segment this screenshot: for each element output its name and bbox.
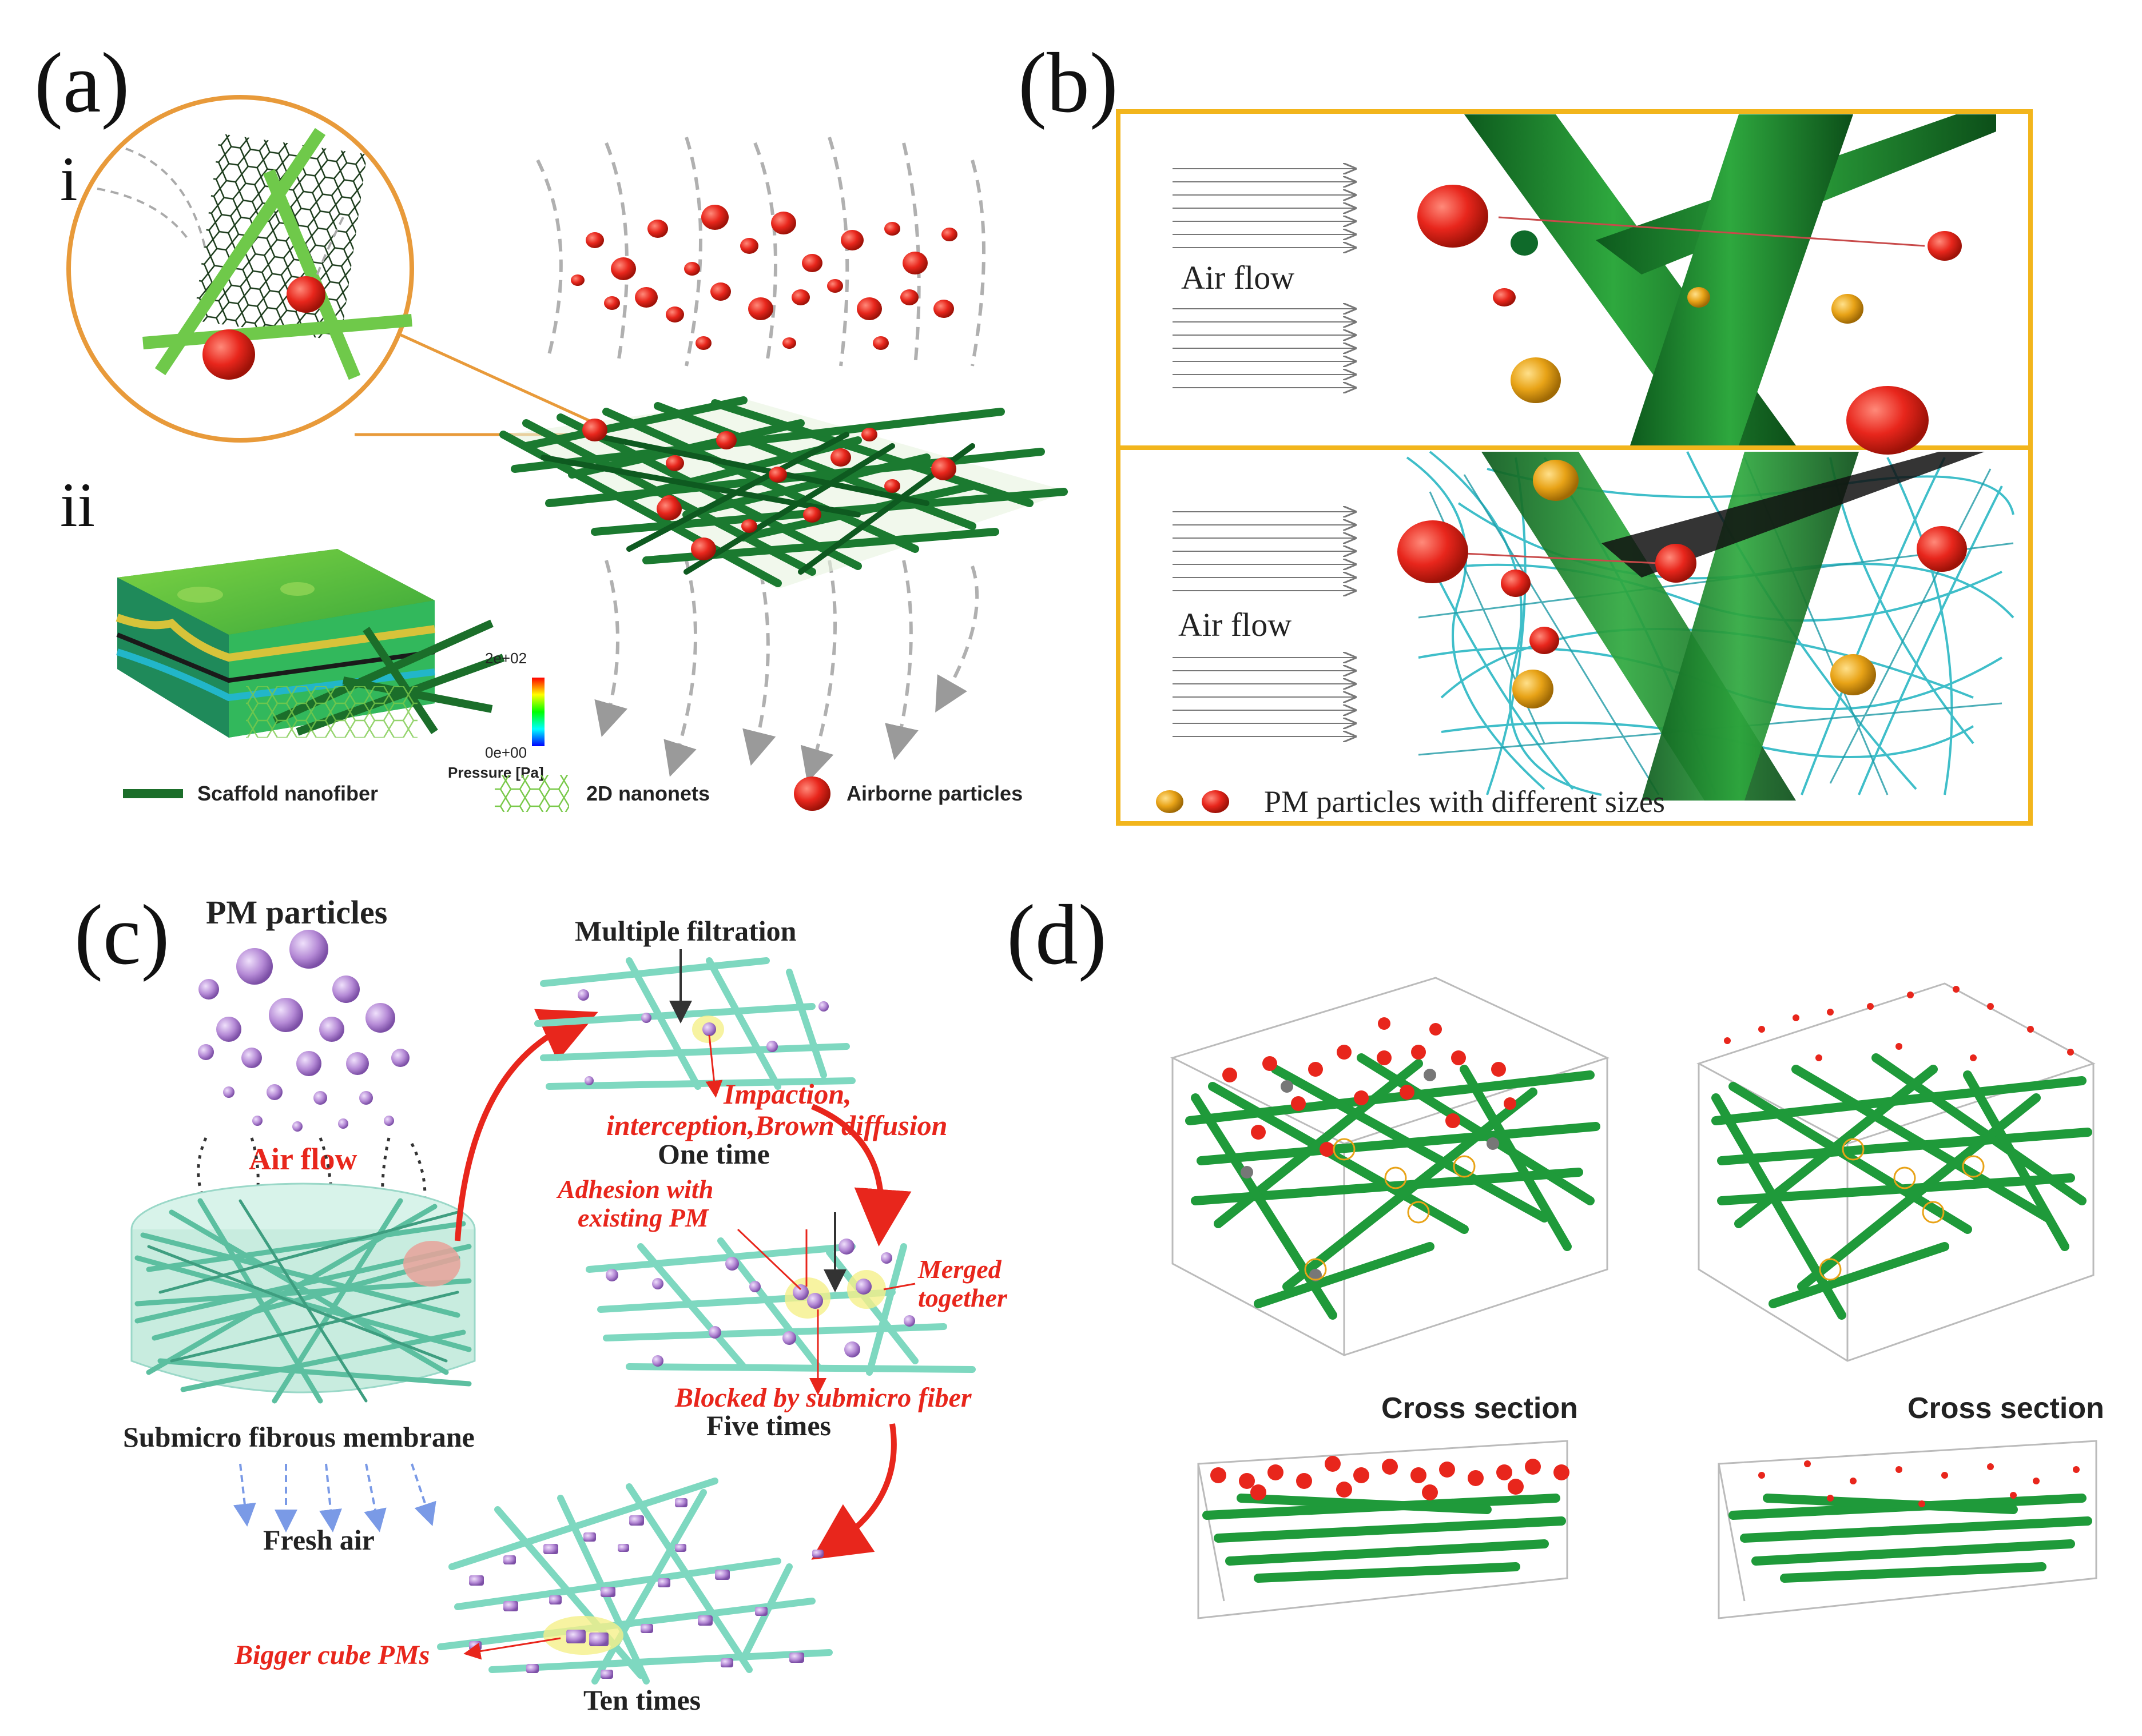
flow-arrow-3: [811, 1423, 897, 1560]
mesh-five-times: [586, 1212, 976, 1395]
interception-label: interception,Brown diffusion: [606, 1109, 947, 1141]
submicro-membrane: [130, 1182, 476, 1404]
blocked-label: Blocked by submicro fiber: [674, 1383, 972, 1413]
fresh-air-label: Fresh air: [263, 1524, 375, 1556]
fresh-air-arrows: [233, 1463, 436, 1532]
five-times-label: Five times: [706, 1409, 831, 1442]
legend-orange-particle: [1156, 790, 1183, 813]
pressure-slab: [116, 549, 505, 738]
legend-particle-swatch: [794, 777, 830, 811]
panel-a-sub-i: i: [60, 144, 78, 214]
fiber-tubes-top: [1464, 114, 1996, 445]
legend-nanonet-label: 2D nanonets: [586, 782, 710, 805]
panel-c-label: (c): [74, 887, 169, 982]
pm-particle-cloud: [198, 930, 410, 1132]
panel-a-label: (a): [34, 35, 129, 130]
mesh-one-time: [534, 949, 856, 1098]
airflow-lines-top: [536, 137, 985, 367]
flow-arrow-1: [455, 1009, 598, 1241]
impaction-label: Impaction,: [723, 1078, 852, 1110]
air-flow-top: Air flow: [1181, 259, 1294, 296]
airflow-lines-bottom: [594, 560, 979, 783]
colorbar-max: 2e+02: [485, 650, 527, 667]
cross-section-right: [1718, 1440, 2097, 1619]
magnified-view: [66, 95, 596, 443]
air-flow-bottom: Air flow: [1178, 606, 1291, 643]
simulation-box-left: [1170, 977, 1610, 1356]
cross-section-left: [1197, 1440, 1569, 1619]
bigger-cube-label: Bigger cube PMs: [234, 1640, 430, 1670]
membrane-label: Submicro fibrous membrane: [123, 1421, 475, 1453]
panel-c: (c) PM particles Air flow: [74, 887, 1008, 1716]
one-time-label: One time: [658, 1138, 770, 1170]
panel-d: (d): [1007, 887, 2104, 1619]
panel-b: (b): [1018, 35, 2033, 826]
scaffold-fiber-mesh: [499, 396, 1070, 589]
magnified-particle-small: [287, 276, 325, 313]
adhesion-label-1: Adhesion with: [556, 1174, 713, 1204]
air-flow-label-c: Air flow: [249, 1142, 357, 1176]
airflow-arrows-top: [1173, 169, 1356, 388]
panel-a: (a) i ii: [34, 35, 1070, 812]
colorbar-min: 0e+00: [485, 744, 527, 761]
legend-nanonet-swatch: [495, 775, 569, 812]
panel-a-sub-ii: ii: [60, 470, 95, 540]
panel-d-label: (d): [1007, 887, 1107, 982]
trajectory-line-top: [1498, 216, 1925, 247]
cross-section-label-left: Cross section: [1381, 1392, 1578, 1425]
flow-arrow-2: [811, 1104, 912, 1247]
merged-label-1: Merged: [917, 1255, 1002, 1284]
airborne-particle-cloud: [571, 205, 957, 350]
mesh-ten-times: [437, 1478, 833, 1685]
particles-bottom: [1397, 460, 1967, 708]
legend-red-particle: [1202, 790, 1229, 813]
magnified-particle-large: [202, 329, 255, 380]
panel-b-label: (b): [1018, 35, 1118, 130]
ten-times-label: Ten times: [583, 1684, 701, 1716]
pm-particles-label: PM particles: [206, 894, 387, 931]
simulation-box-right: [1696, 982, 2096, 1362]
adhesion-label-2: existing PM: [578, 1203, 710, 1232]
legend-fiber-label: Scaffold nanofiber: [197, 782, 378, 805]
panel-b-legend: PM particles with different sizes: [1156, 785, 1665, 819]
airflow-arrows-bottom: [1173, 512, 1356, 736]
panel-a-legend: Scaffold nanofiber 2D nanonets Airborne …: [123, 775, 1023, 812]
merged-label-2: together: [918, 1283, 1008, 1312]
cross-section-label-right: Cross section: [1907, 1392, 2104, 1425]
multiple-filtration-label: Multiple filtration: [575, 915, 797, 947]
pm-legend-label: PM particles with different sizes: [1264, 785, 1665, 819]
particles-top: [1417, 185, 1962, 455]
legend-particle-label: Airborne particles: [847, 782, 1023, 805]
